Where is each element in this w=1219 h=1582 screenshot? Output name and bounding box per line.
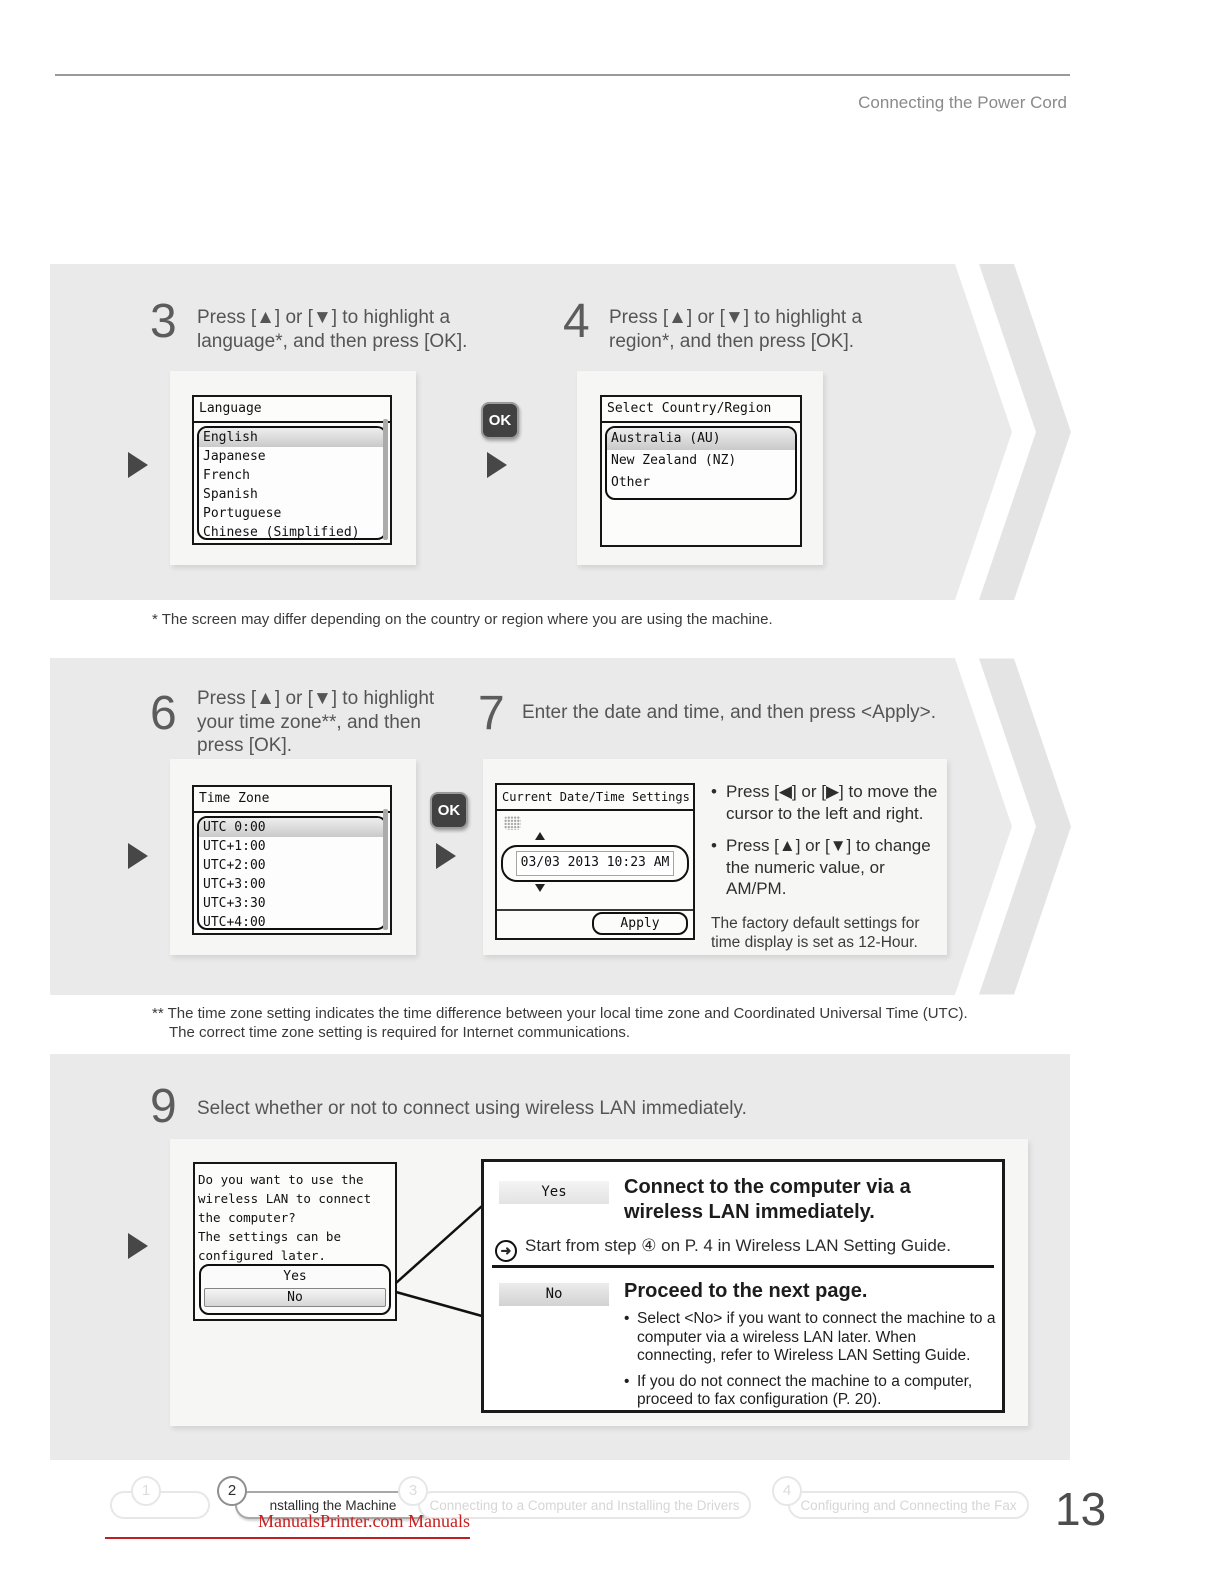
footer-step-circle-1: 1 xyxy=(131,1476,161,1506)
page-number: 13 xyxy=(1055,1483,1107,1535)
down-arrow-icon xyxy=(535,884,545,892)
no-option-bullet: If you do not connect the machine to a c… xyxy=(624,1373,996,1410)
footer-tab-3-connecting-computer: Connecting to a Computer and Installing … xyxy=(418,1491,751,1519)
list-item: Portuguese xyxy=(203,506,282,521)
ok-button: OK xyxy=(430,792,468,829)
language-list: English Japanese French Spanish Portugue… xyxy=(197,426,387,540)
wlan-lcd-message: Do you want to use the wireless LAN to c… xyxy=(195,1164,395,1265)
no-option-title: Proceed to the next page. xyxy=(624,1280,868,1302)
step-7-instruction: Enter the date and time, and then press … xyxy=(522,702,937,723)
footer-step-circle-4: 4 xyxy=(772,1476,802,1506)
list-item: UTC+4:00 xyxy=(203,915,266,930)
section-chevron-decoration xyxy=(955,658,1071,995)
next-arrow-icon xyxy=(128,1233,148,1259)
step-number-4: 4 xyxy=(563,295,590,348)
timezone-screen-panel: Time Zone UTC 0:00 UTC+1:00 UTC+2:00 UTC… xyxy=(170,759,416,955)
footnote-timezone-line2: The correct time zone setting is require… xyxy=(169,1024,631,1041)
step-3-instruction: Press [▲] or [▼] to highlight a language… xyxy=(197,307,468,352)
list-item: Other xyxy=(611,475,651,490)
region-list: Australia (AU) New Zealand (NZ) Other xyxy=(605,426,797,500)
section-chevron-decoration xyxy=(955,264,1071,600)
step-number-9: 9 xyxy=(150,1080,177,1133)
lcd-text-line: wireless LAN to connect xyxy=(198,1191,372,1206)
dither-pattern-icon xyxy=(504,816,521,830)
tip-value-keys: Press [▲] or [▼] to change the numeric v… xyxy=(711,835,939,900)
options-divider xyxy=(492,1265,994,1268)
datetime-screen-panel: Current Date/Time Settings 03/03 2013 10… xyxy=(483,759,947,955)
no-option-bullet: Select <No> if you want to connect the m… xyxy=(624,1310,996,1366)
lcd-text-line: The settings can be xyxy=(198,1229,341,1244)
list-item: French xyxy=(203,468,250,483)
step-9-instruction: Select whether or not to connect using w… xyxy=(197,1098,747,1119)
step-4-instruction: Press [▲] or [▼] to highlight a region*,… xyxy=(609,307,863,352)
lcd-title: Current Date/Time Settings xyxy=(497,785,693,811)
timezone-list: UTC 0:00 UTC+1:00 UTC+2:00 UTC+3:00 UTC+… xyxy=(197,816,387,930)
wlan-options-box: Yes Connect to the computer via a wirele… xyxy=(481,1159,1005,1413)
list-item: UTC+2:00 xyxy=(203,858,266,873)
lcd-text-line: Do you want to use the xyxy=(198,1172,364,1187)
lcd-title: Select Country/Region xyxy=(602,397,800,423)
lcd-divider xyxy=(497,909,693,911)
lcd-no-button: No xyxy=(204,1288,386,1307)
next-arrow-icon xyxy=(487,452,507,478)
tip-12hour-note: The factory default settings for time di… xyxy=(711,914,920,951)
footnote-timezone: ** The time zone setting indicates the t… xyxy=(152,1004,1012,1042)
datetime-field-outline: 03/03 2013 10:23 AM xyxy=(501,845,689,882)
footer-tab-4-configuring-fax: Configuring and Connecting the Fax xyxy=(788,1491,1029,1519)
list-item: Spanish xyxy=(203,487,258,502)
header-rule xyxy=(55,74,1070,76)
list-item: UTC+3:00 xyxy=(203,877,266,892)
footer-tab-1 xyxy=(110,1491,210,1519)
list-item-selected: English xyxy=(199,428,385,447)
page-header-title: Connecting the Power Cord xyxy=(858,93,1067,112)
lcd-text-line: configured later. xyxy=(198,1248,326,1263)
lcd-title: Language xyxy=(194,397,390,423)
no-option-details: Select <No> if you want to connect the m… xyxy=(624,1310,996,1417)
no-option-chip: No xyxy=(499,1283,609,1306)
scrollbar xyxy=(383,809,388,930)
yes-option-reference: Start from step ④ on P. 4 in Wireless LA… xyxy=(495,1236,985,1262)
step-number-3: 3 xyxy=(150,295,177,348)
datetime-lcd-screen: Current Date/Time Settings 03/03 2013 10… xyxy=(495,783,695,940)
footer-step-circle-2: 2 xyxy=(217,1476,247,1506)
lcd-title: Time Zone xyxy=(194,787,390,813)
step-number-6: 6 xyxy=(150,687,177,740)
lcd-yes-button: Yes xyxy=(283,1269,307,1284)
footnote-timezone-line1: ** The time zone setting indicates the t… xyxy=(152,1005,968,1022)
yes-option-reference-text: Start from step ④ on P. 4 in Wireless LA… xyxy=(525,1236,951,1255)
timezone-lcd-screen: Time Zone UTC 0:00 UTC+1:00 UTC+2:00 UTC… xyxy=(192,785,392,935)
list-item: New Zealand (NZ) xyxy=(611,453,737,468)
lcd-text-line: the computer? xyxy=(198,1210,296,1225)
apply-button: Apply xyxy=(592,912,688,935)
region-screen-panel: Select Country/Region Australia (AU) New… xyxy=(577,371,823,565)
list-item: UTC+1:00 xyxy=(203,839,266,854)
up-arrow-icon xyxy=(535,832,545,840)
start-arrow-icon xyxy=(495,1240,517,1262)
ok-button: OK xyxy=(481,402,519,439)
yes-option-chip: Yes xyxy=(499,1181,609,1204)
language-screen-panel: Language English Japanese French Spanish… xyxy=(170,371,416,565)
yes-option-title: Connect to the computer via a wireless L… xyxy=(624,1176,911,1223)
step-6-instruction: Press [▲] or [▼] to highlight your time … xyxy=(197,688,435,756)
step-number-7: 7 xyxy=(478,687,505,740)
datetime-tips: Press [◀] or [▶] to move the cursor to t… xyxy=(711,781,939,952)
watermark-link[interactable]: ManualsPrinter.com Manuals xyxy=(105,1511,470,1539)
region-lcd-screen: Select Country/Region Australia (AU) New… xyxy=(600,395,802,547)
footnote-screen-differs: * The screen may differ depending on the… xyxy=(152,611,773,628)
scrollbar xyxy=(383,419,388,540)
list-item: Japanese xyxy=(203,449,266,464)
next-arrow-icon xyxy=(128,452,148,478)
language-lcd-screen: Language English Japanese French Spanish… xyxy=(192,395,392,545)
list-item: UTC+3:30 xyxy=(203,896,266,911)
tip-cursor-keys: Press [◀] or [▶] to move the cursor to t… xyxy=(711,781,939,824)
yes-no-button-group: Yes No xyxy=(199,1264,391,1315)
list-item-selected: UTC 0:00 xyxy=(199,818,385,837)
next-arrow-icon xyxy=(128,843,148,869)
wlan-lcd-screen: Do you want to use the wireless LAN to c… xyxy=(193,1162,397,1321)
datetime-value: 03/03 2013 10:23 AM xyxy=(516,851,674,876)
footer-step-circle-3: 3 xyxy=(398,1476,428,1506)
list-item: Chinese (Simplified) xyxy=(203,525,360,540)
next-arrow-icon xyxy=(436,843,456,869)
list-item-selected: Australia (AU) xyxy=(607,428,795,450)
